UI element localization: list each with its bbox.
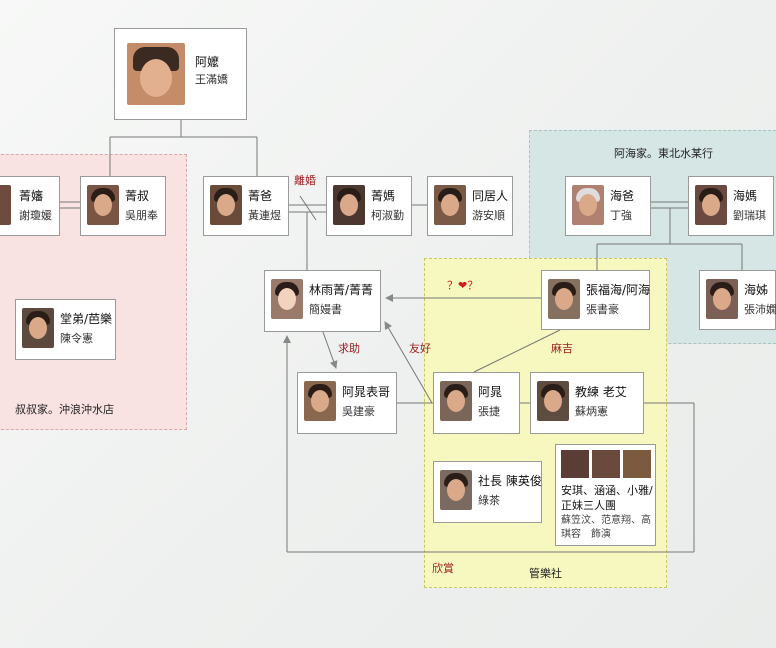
mom-name: 菁媽 bbox=[371, 189, 396, 203]
cousin-brother-name: 阿晁表哥 bbox=[342, 385, 391, 399]
achao-card[interactable]: 阿晁 張捷 bbox=[433, 372, 520, 434]
president-name: 社長 陳英俊 bbox=[478, 474, 542, 488]
friendly-label: 友好 bbox=[409, 342, 431, 355]
president-card[interactable]: 社長 陳英俊 綠茶 bbox=[433, 461, 542, 523]
hai-mom-name: 海媽 bbox=[733, 189, 758, 203]
president-photo bbox=[440, 470, 472, 510]
mom-card[interactable]: 菁媽 柯淑勤 bbox=[326, 176, 412, 236]
hai-sister-actor: 張沛嫻 bbox=[744, 303, 776, 316]
ahai-actor: 張書豪 bbox=[586, 303, 619, 316]
uncle-card[interactable]: 菁叔 吳朋奉 bbox=[80, 176, 166, 236]
hai-mom-photo bbox=[695, 185, 727, 225]
trio-photo-2 bbox=[592, 450, 620, 478]
uncle-family-title: 叔叔家。沖浪沖水店 bbox=[15, 403, 114, 416]
grandma-actor: 王滿嬌 bbox=[195, 73, 228, 86]
hai-mom-actor: 劉瑞琪 bbox=[733, 209, 766, 222]
lin-yuqing-card[interactable]: 林雨菁/菁菁 簡嫚書 bbox=[264, 270, 381, 332]
aunt-actor: 謝瓊媛 bbox=[19, 209, 52, 222]
dad-card[interactable]: 菁爸 黃連煜 bbox=[203, 176, 289, 236]
hai-sister-card[interactable]: 海姊 張沛嫻 bbox=[699, 270, 776, 330]
lin-yuqing-photo bbox=[271, 279, 303, 319]
cousin-photo bbox=[22, 308, 54, 348]
ahai-card[interactable]: 張福海/阿海 張書豪 bbox=[541, 270, 650, 330]
roommate-actor: 游安順 bbox=[472, 209, 505, 222]
band-club-title: 管樂社 bbox=[529, 567, 562, 580]
hai-dad-actor: 丁強 bbox=[610, 209, 632, 222]
coach-actor: 蘇炳憲 bbox=[575, 405, 608, 418]
achao-name: 阿晁 bbox=[478, 385, 503, 399]
uncle-name: 菁叔 bbox=[125, 189, 150, 203]
dad-photo bbox=[210, 185, 242, 225]
aunt-card[interactable]: 菁嬸 謝瓊媛 bbox=[0, 176, 60, 236]
cousin-brother-card[interactable]: 阿晁表哥 吳建豪 bbox=[297, 372, 397, 434]
uncle-photo bbox=[87, 185, 119, 225]
cousin-card[interactable]: 堂弟/芭樂 陳令憲 bbox=[15, 299, 116, 360]
dad-actor: 黃連煜 bbox=[248, 209, 281, 222]
divorce-label: 離婚 bbox=[294, 174, 316, 187]
cousin-brother-actor: 吳建豪 bbox=[342, 405, 375, 418]
cousin-name: 堂弟/芭樂 bbox=[60, 312, 113, 326]
lin-yuqing-name: 林雨菁/菁菁 bbox=[309, 283, 374, 297]
help-label: 求助 bbox=[338, 342, 360, 355]
roommate-card[interactable]: 同居人 游安順 bbox=[427, 176, 513, 236]
president-actor: 綠茶 bbox=[478, 494, 500, 507]
jealous-label: 麻吉 bbox=[551, 342, 573, 355]
lin-yuqing-actor: 簡嫚書 bbox=[309, 303, 342, 316]
admire-label: 欣賞 bbox=[432, 562, 454, 575]
hai-dad-card[interactable]: 海爸 丁強 bbox=[565, 176, 651, 236]
coach-photo bbox=[537, 381, 569, 421]
hai-sister-photo bbox=[706, 279, 738, 319]
hai-family-title: 阿海家。東北水某行 bbox=[614, 147, 713, 160]
hai-dad-name: 海爸 bbox=[610, 189, 635, 203]
trio-card[interactable]: 安琪、涵涵、小雅/正妹三人團 蘇笠汶、范意翔、高琪容 飾演 bbox=[555, 444, 656, 546]
trio-photo-1 bbox=[561, 450, 589, 478]
coach-card[interactable]: 教練 老艾 蘇炳憲 bbox=[530, 372, 644, 434]
trio-name: 安琪、涵涵、小雅/正妹三人團 bbox=[561, 484, 653, 512]
ahai-name: 張福海/阿海 bbox=[586, 283, 651, 297]
grandma-photo bbox=[127, 43, 185, 105]
trio-actor: 蘇笠汶、范意翔、高琪容 飾演 bbox=[561, 515, 651, 540]
trio-photo-3 bbox=[623, 450, 651, 478]
mom-actor: 柯淑勤 bbox=[371, 209, 404, 222]
cousin-brother-photo bbox=[304, 381, 336, 421]
aunt-name: 菁嬸 bbox=[19, 189, 44, 203]
achao-actor: 張捷 bbox=[478, 405, 500, 418]
cousin-actor: 陳令憲 bbox=[60, 332, 93, 345]
uncle-actor: 吳朋奉 bbox=[125, 209, 158, 222]
hai-mom-card[interactable]: 海媽 劉瑞琪 bbox=[688, 176, 774, 236]
hai-dad-photo bbox=[572, 185, 604, 225]
roommate-name: 同居人 bbox=[472, 189, 509, 203]
hai-sister-name: 海姊 bbox=[744, 283, 769, 297]
ahai-photo bbox=[548, 279, 580, 319]
question-heart-label: ？❤？ bbox=[447, 279, 479, 292]
grandma-name: 阿嬤 bbox=[195, 55, 220, 69]
dad-name: 菁爸 bbox=[248, 189, 273, 203]
achao-photo bbox=[440, 381, 472, 421]
mom-photo bbox=[333, 185, 365, 225]
coach-name: 教練 老艾 bbox=[575, 385, 627, 399]
roommate-photo bbox=[434, 185, 466, 225]
grandma-card[interactable]: 阿嬤 王滿嬌 bbox=[114, 28, 247, 120]
aunt-photo bbox=[0, 185, 11, 225]
